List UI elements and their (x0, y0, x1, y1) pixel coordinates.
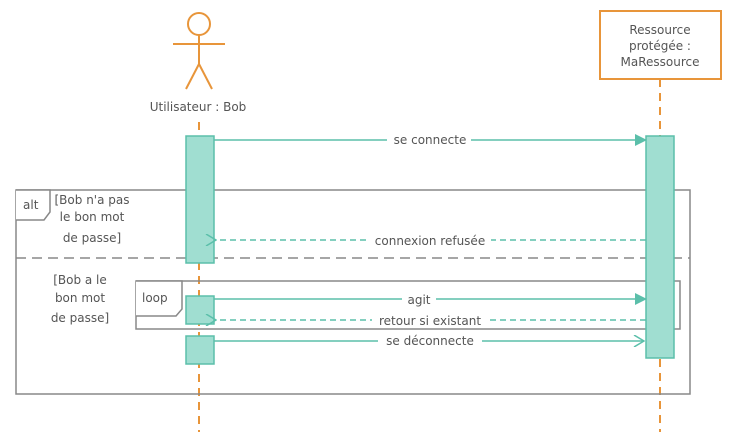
message-act-label: agit (407, 293, 430, 307)
actor-activation-1 (185, 135, 215, 264)
resource-label-line3: MaRessource (621, 55, 700, 69)
resource-label-line2: protégée : (629, 39, 691, 53)
alt-guard2-line3: de passe] (51, 311, 109, 325)
actor-icon (173, 12, 225, 90)
alt-guard1-line1: [Bob n'a pas (55, 193, 130, 207)
actor-activation-2 (185, 295, 215, 325)
loop-keyword: loop (142, 291, 168, 305)
actor-label: Utilisateur : Bob (150, 100, 247, 114)
alt-guard1-line2: le bon mot (60, 210, 125, 224)
alt-guard1-line3: de passe] (63, 231, 121, 245)
message-return-label: retour si existant (379, 314, 481, 328)
alt-frame (15, 189, 691, 395)
message-refused-label: connexion refusée (375, 234, 485, 248)
loop-frame (135, 280, 681, 330)
alt-guard2-line1: [Bob a le (53, 273, 107, 287)
resource-participant-box (599, 10, 722, 80)
message-disconnect-label: se déconnecte (386, 334, 474, 348)
actor-activation-3 (185, 335, 215, 365)
alt-guard2-line2: bon mot (55, 291, 105, 305)
resource-label-line1: Ressource (629, 23, 690, 37)
alt-keyword: alt (23, 198, 39, 212)
resource-activation (645, 135, 675, 359)
message-connect-label: se connecte (394, 133, 467, 147)
